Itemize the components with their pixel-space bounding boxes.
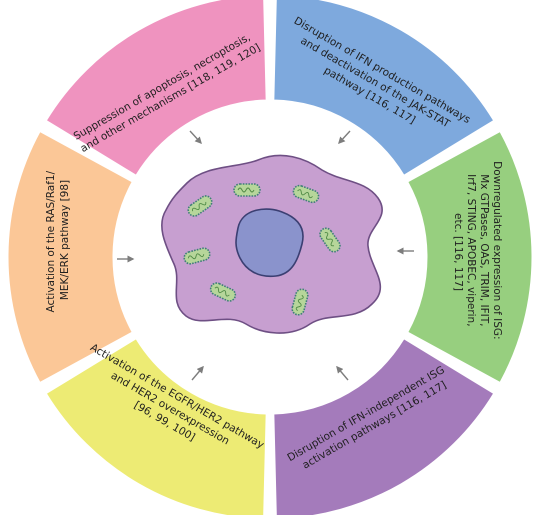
organelle-body xyxy=(233,183,261,197)
organelle-body xyxy=(319,227,341,253)
organelle-body xyxy=(187,195,213,217)
label-isg-downregulated: Downregulated expression of ISG: Mx GTPa… xyxy=(452,161,503,343)
organelle-inner xyxy=(237,187,255,193)
arrow-from-ifn-production xyxy=(338,130,351,145)
organelle xyxy=(319,227,341,253)
segment-ifn-independent xyxy=(273,338,495,515)
organelle xyxy=(209,282,237,302)
organelle xyxy=(291,288,309,316)
organelle-inner xyxy=(192,201,207,212)
arrow-from-ifn-independent xyxy=(336,365,349,381)
cell-nucleus xyxy=(235,208,304,278)
organelle-inner xyxy=(324,232,335,247)
organelle-inner xyxy=(297,189,313,199)
segment-isg-downregulated xyxy=(407,130,533,384)
infected-cell xyxy=(161,154,383,334)
organelle xyxy=(187,195,213,217)
organelle xyxy=(233,183,261,197)
organelle xyxy=(183,247,211,265)
segment-ifn-production xyxy=(273,0,495,176)
label-ras-line-1: Activation of the RAS/Raf1/ xyxy=(45,170,57,312)
segment-egfr-her2 xyxy=(45,338,267,515)
arrow-from-suppression xyxy=(189,130,202,145)
organelle-inner xyxy=(214,286,230,297)
organelle-body xyxy=(183,247,211,265)
label-isg-line-2: Mx GTPases, OAS, TRIM, IFIT, xyxy=(478,174,490,326)
label-ras-raf: Activation of the RAS/Raf1/ MEK/ERK path… xyxy=(45,168,71,313)
organelle-inner xyxy=(187,253,205,260)
arrow-from-egfr xyxy=(191,365,204,381)
mechanism-ring xyxy=(7,0,533,515)
organelle xyxy=(292,184,320,204)
segment-ras-raf xyxy=(7,130,133,384)
arrows xyxy=(117,130,414,381)
organelles xyxy=(183,183,341,316)
label-isg-line-3: Irf7, STING, APOBEC, viperin, xyxy=(465,174,477,326)
label-isg-line-4: etc. [116, 117] xyxy=(452,213,464,291)
label-ras-line-2: MEK/ERK pathway [98] xyxy=(59,180,71,300)
segment-suppression xyxy=(45,0,267,176)
label-isg-line-1: Downregulated expression of ISG: xyxy=(491,161,503,339)
organelle-inner xyxy=(295,294,304,312)
